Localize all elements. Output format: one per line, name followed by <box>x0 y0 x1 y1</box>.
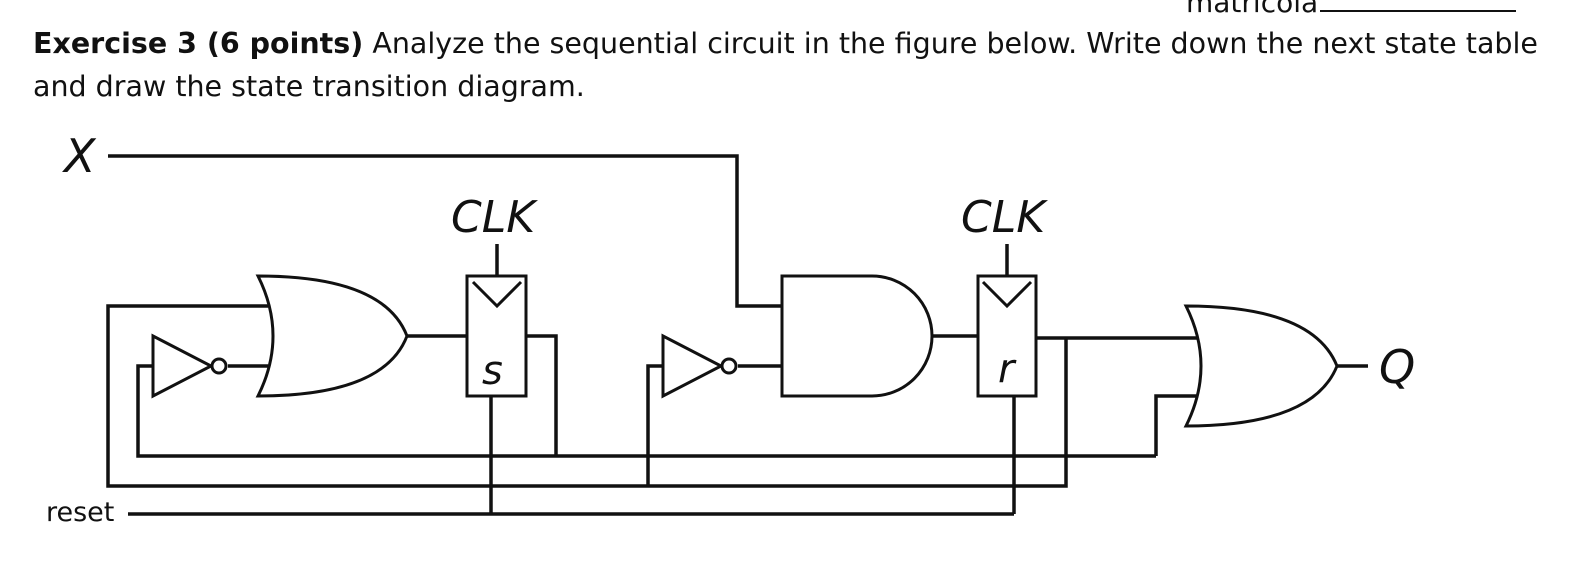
flip-flop-r <box>976 274 1038 398</box>
wire-inv2-in <box>646 364 663 486</box>
exercise-title: Exercise 3 (6 points) <box>33 27 364 60</box>
reset-label: reset <box>46 497 114 528</box>
output-q-label: Q <box>1379 340 1415 394</box>
wire-or2-in2 <box>1154 394 1196 456</box>
inverter-gate-1 <box>151 333 228 399</box>
and-gate <box>780 274 934 398</box>
ff2-label: r <box>998 346 1017 392</box>
matricola-blank-line <box>1320 0 1517 12</box>
matricola-label: matricola <box>1186 0 1319 19</box>
circuit-diagram: X CLK CLK Q reset <box>46 129 1415 528</box>
clk-label-1: CLK <box>451 192 538 243</box>
exercise-statement: Exercise 3 (6 points) Analyze the sequen… <box>33 22 1563 108</box>
exercise-text: Analyze the sequential circuit in the fi… <box>33 27 1538 103</box>
inverter-gate-2 <box>661 333 738 399</box>
or-gate-1 <box>255 274 409 398</box>
clk-label-2: CLK <box>961 192 1048 243</box>
or-gate-2 <box>1183 304 1339 428</box>
wire-x <box>108 154 784 308</box>
flip-flop-s <box>465 274 528 398</box>
matricola-field: matricola <box>1186 0 1517 19</box>
ff1-label: s <box>482 348 503 394</box>
input-x-label: X <box>62 129 97 183</box>
wire-ff1-out <box>526 334 558 456</box>
wire-feedback-outer <box>106 304 1068 488</box>
